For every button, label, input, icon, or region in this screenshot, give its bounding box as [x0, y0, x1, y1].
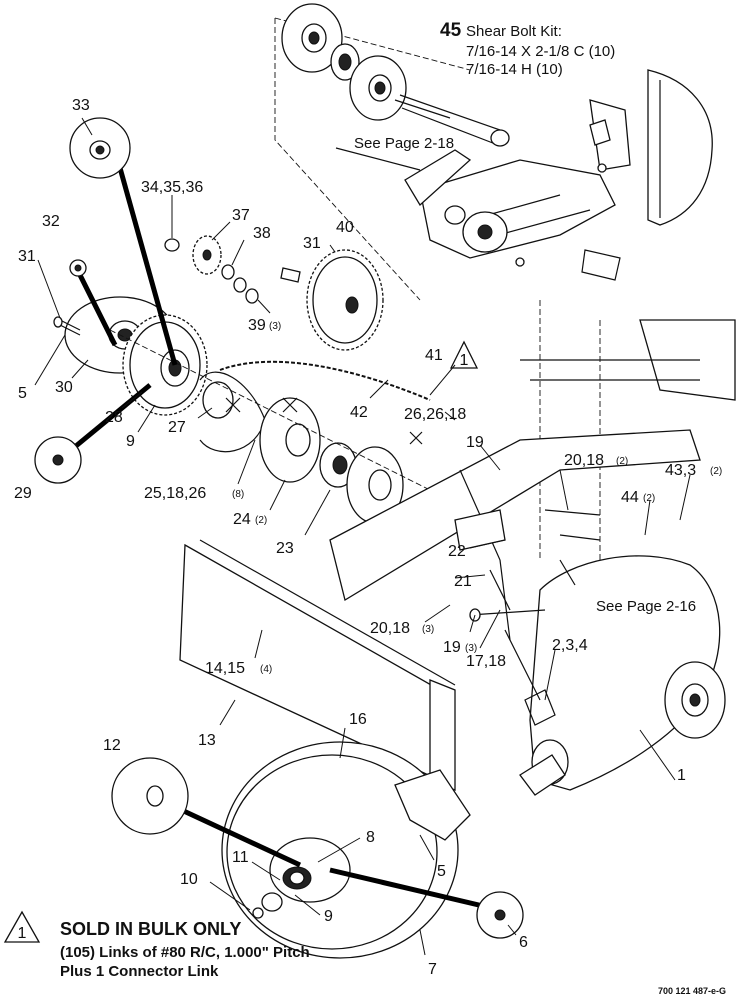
callout-32: 32	[42, 213, 60, 230]
qty-39: (3)	[269, 321, 281, 332]
qty-43: (2)	[710, 466, 722, 477]
callout-2-3-4: 2,3,4	[552, 637, 588, 654]
callout-5-left: 5	[18, 385, 27, 402]
callout-26-26-18: 26,26,18	[404, 406, 466, 423]
callout-43-3: 43,3	[665, 462, 696, 479]
callout-7: 7	[428, 961, 437, 978]
qty-25: (8)	[232, 489, 244, 500]
callout-30: 30	[55, 379, 73, 396]
callout-9-lower: 9	[324, 908, 333, 925]
callout-31-left: 31	[18, 248, 36, 265]
callout-1: 1	[677, 767, 686, 784]
upper-shear-bolt-assembly	[274, 3, 713, 560]
callout-33: 33	[72, 97, 90, 114]
callout-25-18-26: 25,18,26	[144, 485, 206, 502]
callout-34-35-36: 34,35,36	[141, 179, 203, 196]
bulk-line1: (105) Links of #80 R/C, 1.000" Pitch	[60, 944, 310, 961]
page-ref-upper: See Page 2-18	[354, 135, 454, 152]
bulk-title: SOLD IN BULK ONLY	[60, 919, 241, 939]
callout-5-lower: 5	[437, 863, 446, 880]
qty-14: (4)	[260, 664, 272, 675]
callout-6: 6	[519, 934, 528, 951]
qty-44: (2)	[643, 493, 655, 504]
callout-21: 21	[454, 573, 472, 590]
qty-19-lower: (3)	[465, 643, 477, 654]
callout-38: 38	[253, 225, 271, 242]
bulk-line2: Plus 1 Connector Link	[60, 963, 219, 980]
callout-labels: 33 34,35,36 37 38 31 40 32 31 39 (3) 41 …	[14, 97, 722, 978]
callout-29: 29	[14, 485, 32, 502]
callout-14-15: 14,15	[205, 660, 245, 677]
chain-symbol-number: 1	[460, 352, 469, 369]
callout-22: 22	[448, 543, 466, 560]
callout-20-18-upper: 20,18	[564, 452, 604, 469]
shear-bolt-title: Shear Bolt Kit:	[466, 23, 562, 40]
callout-27: 27	[168, 419, 186, 436]
callout-24: 24	[233, 511, 251, 528]
callout-19-lower: 19	[443, 639, 461, 656]
callout-31-top: 31	[303, 235, 321, 252]
callout-20-18-lower: 20,18	[370, 620, 410, 637]
qty-20-lower: (3)	[422, 624, 434, 635]
callout-39: 39	[248, 317, 266, 334]
detail-callouts	[34, 117, 524, 939]
shear-bolt-kit-note: 45 Shear Bolt Kit: 7/16-14 X 2-1/8 C (10…	[440, 20, 615, 78]
callout-12: 12	[103, 737, 121, 754]
callout-28: 28	[105, 409, 123, 426]
callout-16: 16	[349, 711, 367, 728]
figure-id: 700 121 487-e-G	[658, 986, 726, 996]
shear-bolt-number: 45	[440, 20, 462, 41]
callout-8: 8	[366, 829, 375, 846]
callout-41: 41	[425, 347, 443, 364]
bulk-warning-triangle	[3, 910, 41, 943]
callout-17-18: 17,18	[466, 653, 506, 670]
callout-37: 37	[232, 207, 250, 224]
leader-lines	[34, 117, 691, 956]
callout-23: 23	[276, 540, 294, 557]
shear-bolt-line1: 7/16-14 X 2-1/8 C (10)	[466, 43, 615, 60]
callout-11: 11	[232, 849, 249, 866]
callout-13: 13	[198, 732, 216, 749]
callout-19-upper: 19	[466, 434, 484, 451]
qty-24: (2)	[255, 515, 267, 526]
left-drive-parts	[53, 235, 461, 524]
callout-9-upper: 9	[126, 433, 135, 450]
callout-40: 40	[336, 219, 354, 236]
page-ref-right: See Page 2-16	[596, 598, 696, 615]
callout-42: 42	[350, 404, 368, 421]
callout-44: 44	[621, 489, 639, 506]
shear-bolt-line2: 7/16-14 H (10)	[466, 61, 563, 78]
qty-20-upper: (2)	[616, 456, 628, 467]
chain-bulk-symbol: 1	[449, 340, 479, 369]
callout-10: 10	[180, 871, 198, 888]
bulk-note: 1 SOLD IN BULK ONLY (105) Links of #80 R…	[3, 910, 310, 980]
bulk-symbol-number: 1	[18, 925, 27, 942]
